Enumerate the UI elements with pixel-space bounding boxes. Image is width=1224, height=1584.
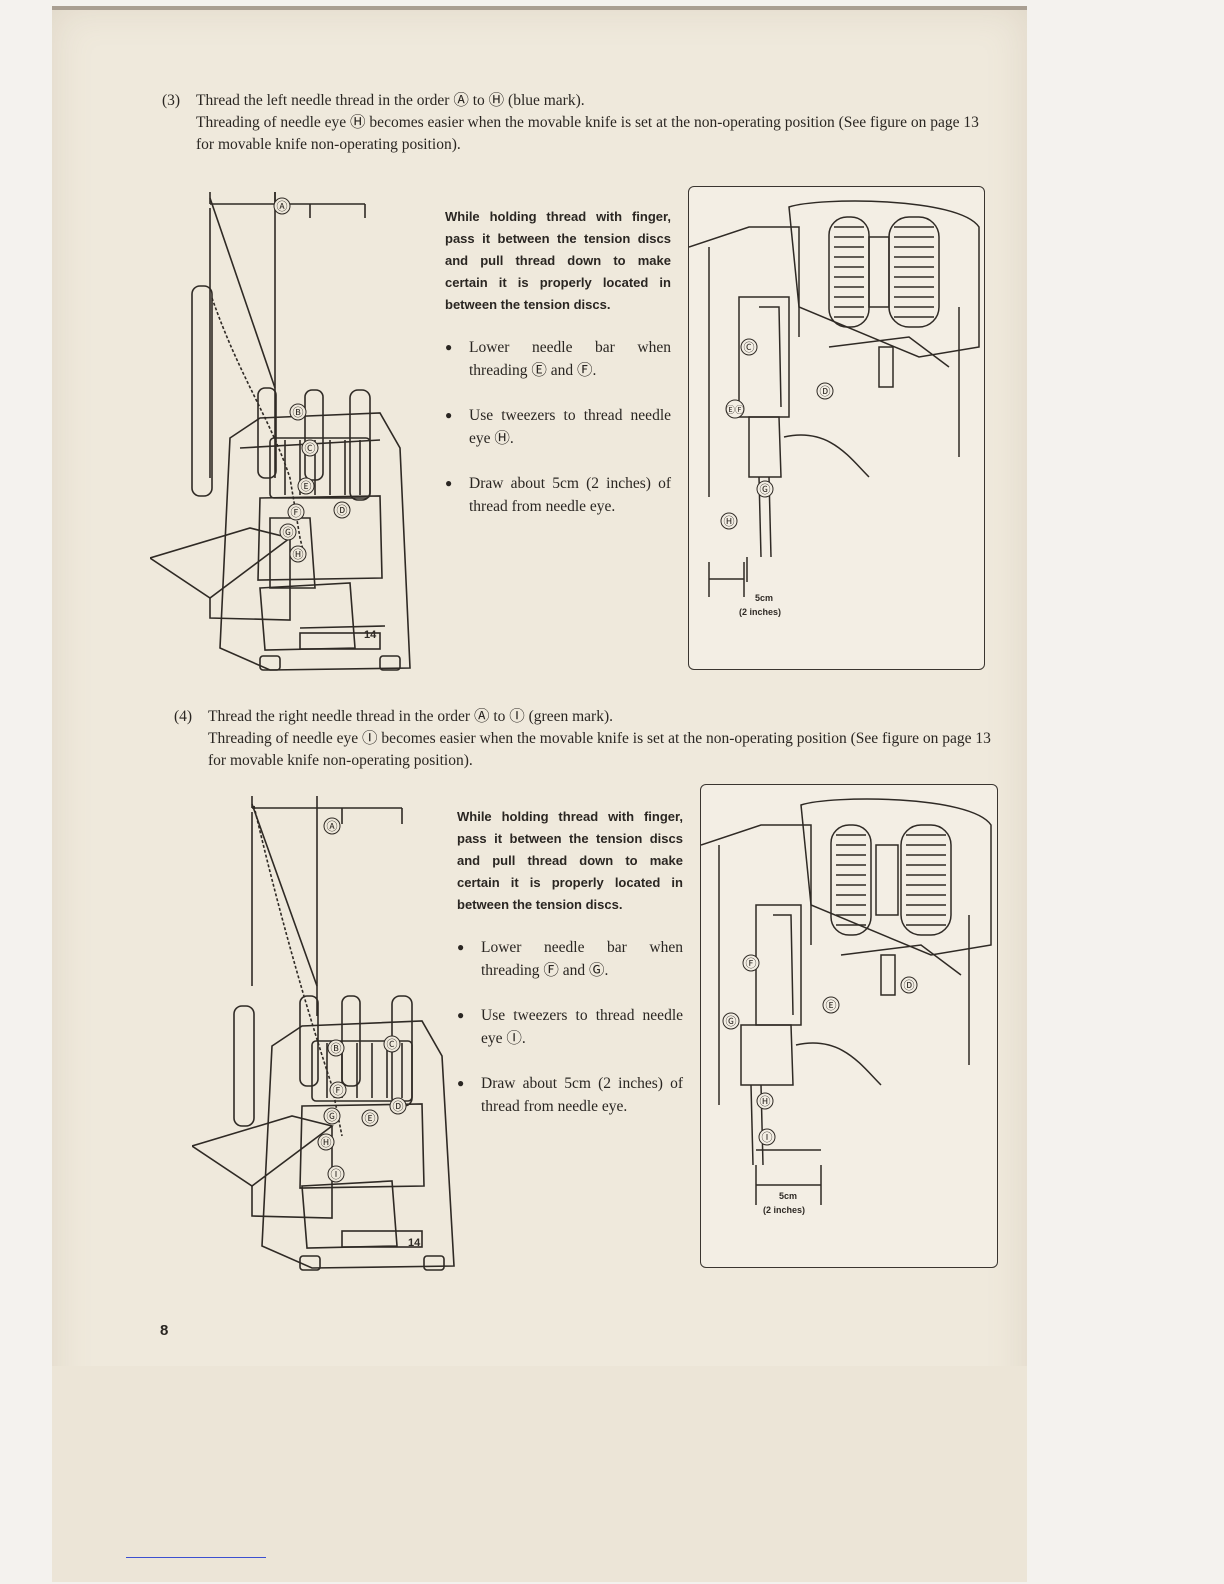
bullet-dot: ●	[445, 340, 453, 354]
section-4-instructions: While holding thread with finger, pass i…	[457, 806, 683, 1140]
detail-label-i: Ⓘ	[762, 1131, 773, 1144]
detail-label-h: Ⓗ	[760, 1095, 771, 1108]
bullet-dot: ●	[445, 408, 453, 422]
machine-label-e: Ⓔ	[365, 1112, 376, 1125]
detail-label-d: Ⓓ	[904, 979, 915, 992]
machine-label-c: Ⓒ	[305, 442, 316, 455]
bullet-dot: ●	[445, 476, 453, 490]
section-3-bullet: ●Use tweezers to thread needle eye Ⓗ.	[445, 404, 671, 450]
measure-inches: (2 inches)	[739, 607, 781, 617]
section-4-line1: Thread the right needle thread in the or…	[208, 708, 613, 725]
machine-badge: 14	[364, 629, 377, 641]
machine-label-c: Ⓒ	[387, 1038, 398, 1051]
section-3-bullet: ●Lower needle bar when threading Ⓔ and Ⓕ…	[445, 336, 671, 382]
needle-detail-illustration-left: Ⓒ Ⓓ ⒺⒻ Ⓖ Ⓗ 5cm (2 inches)	[689, 200, 980, 617]
section-3-tension-note: While holding thread with finger, pass i…	[445, 209, 671, 312]
machine-label-a: Ⓐ	[327, 820, 338, 833]
section-4-line2: Threading of needle eye Ⓘ becomes easier…	[208, 730, 991, 769]
section-3-line2: Threading of needle eye Ⓗ becomes easier…	[196, 114, 979, 153]
page-bottom-margin	[52, 1366, 1027, 1582]
bullet-dot: ●	[457, 1076, 465, 1090]
machine-label-h: Ⓗ	[321, 1136, 332, 1149]
machine-label-d: Ⓓ	[393, 1100, 404, 1113]
bullet-dot: ●	[457, 1008, 465, 1022]
measure-inches: (2 inches)	[763, 1205, 805, 1215]
section-3-number: (3)	[162, 92, 181, 109]
machine-label-f: Ⓕ	[291, 506, 302, 519]
detail-label-f: Ⓕ	[746, 957, 757, 970]
machine-label-g: Ⓖ	[327, 1110, 338, 1123]
detail-label-e: Ⓔ	[826, 999, 837, 1012]
detail-label-h: Ⓗ	[724, 515, 735, 528]
section-3-heading: (3) Thread the left needle thread in the …	[162, 90, 982, 156]
needle-detail-box-right: Ⓓ Ⓔ Ⓕ Ⓖ Ⓗ Ⓘ 5cm (2 inches)	[700, 784, 998, 1268]
machine-label-g: Ⓖ	[283, 526, 294, 539]
measure-cm: 5cm	[755, 593, 773, 603]
machine-badge: 14	[408, 1237, 421, 1249]
needle-detail-illustration-right: Ⓓ Ⓔ Ⓕ Ⓖ Ⓗ Ⓘ 5cm (2 inches)	[701, 798, 992, 1215]
section-4-bullet: ●Lower needle bar when threading Ⓕ and Ⓖ…	[457, 936, 683, 982]
machine-label-e: Ⓔ	[301, 480, 312, 493]
detail-label-d: Ⓓ	[820, 385, 831, 398]
detail-label-g: Ⓖ	[760, 483, 771, 496]
machine-label-a: Ⓐ	[277, 200, 288, 213]
section-4-heading: (4) Thread the right needle thread in the…	[174, 706, 994, 772]
section-3-line1: Thread the left needle thread in the ord…	[196, 92, 585, 109]
detail-label-c: Ⓒ	[744, 341, 755, 354]
manual-page: (3) Thread the left needle thread in the …	[52, 6, 1027, 1582]
serger-machine-illustration-left-needle: Ⓐ Ⓑ Ⓒ Ⓓ Ⓔ Ⓕ Ⓖ Ⓗ 14	[150, 192, 411, 671]
machine-label-h: Ⓗ	[293, 548, 304, 561]
section-4-tension-note: While holding thread with finger, pass i…	[457, 809, 683, 912]
section-3-bullet: ●Draw about 5cm (2 inches) of thread fro…	[445, 472, 671, 518]
section-4-number: (4)	[174, 708, 193, 725]
underline-link-mark	[126, 1557, 266, 1558]
machine-label-i: Ⓘ	[331, 1168, 342, 1181]
needle-detail-box-left: Ⓒ Ⓓ ⒺⒻ Ⓖ Ⓗ 5cm (2 inches)	[688, 186, 985, 670]
section-3-instructions: While holding thread with finger, pass i…	[445, 206, 671, 540]
machine-label-d: Ⓓ	[337, 504, 348, 517]
section-4-bullet: ●Draw about 5cm (2 inches) of thread fro…	[457, 1072, 683, 1118]
page-number: 8	[160, 1322, 169, 1339]
machine-label-b: Ⓑ	[293, 406, 304, 419]
measure-cm: 5cm	[779, 1191, 797, 1201]
bullet-dot: ●	[457, 940, 465, 954]
detail-label-g: Ⓖ	[726, 1015, 737, 1028]
section-4-bullet: ●Use tweezers to thread needle eye Ⓘ.	[457, 1004, 683, 1050]
machine-label-b: Ⓑ	[331, 1042, 342, 1055]
machine-label-f: Ⓕ	[333, 1084, 344, 1097]
serger-machine-illustration-right-needle: Ⓐ Ⓑ Ⓒ Ⓓ Ⓔ Ⓕ Ⓖ Ⓗ Ⓘ 14	[192, 796, 455, 1271]
detail-label-ef: ⒺⒻ	[726, 405, 744, 415]
